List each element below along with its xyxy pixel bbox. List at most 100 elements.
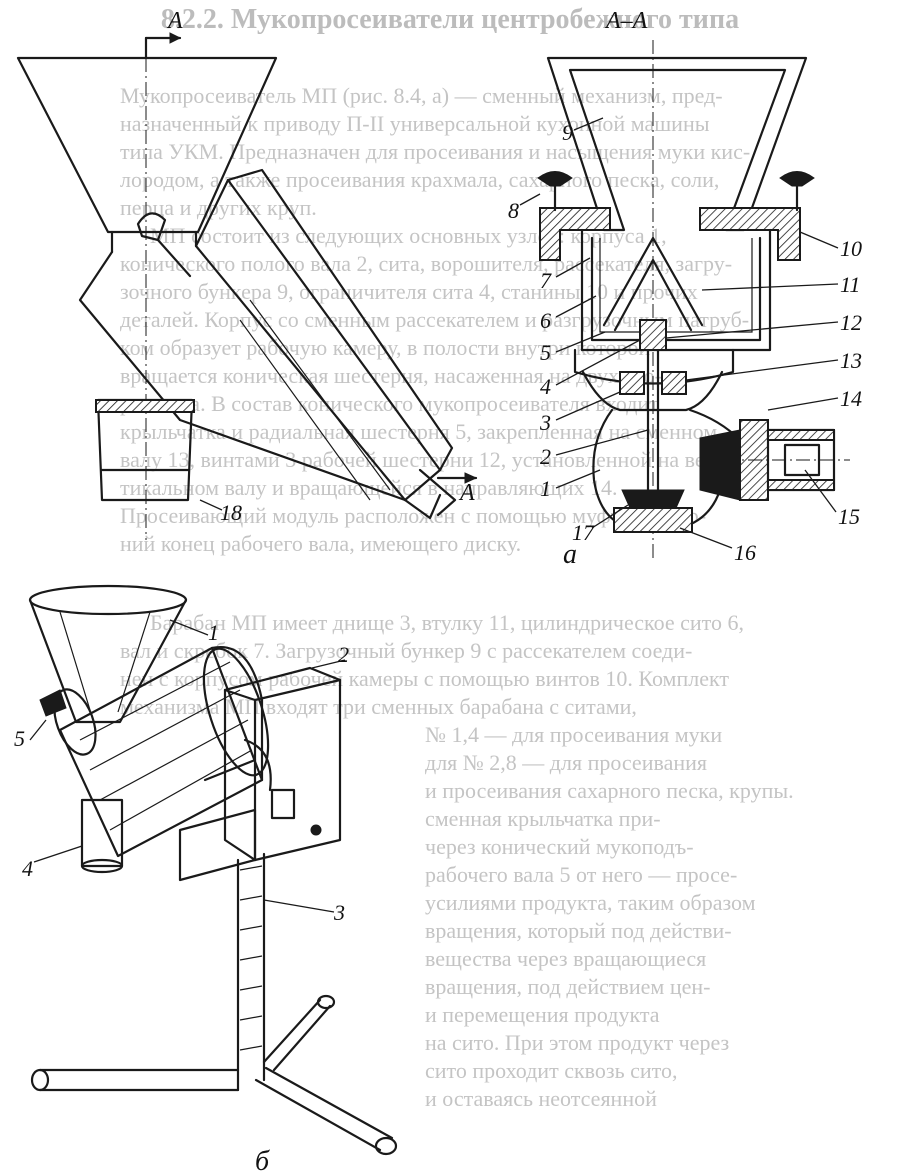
- callout-10-leader: [799, 231, 839, 249]
- base-leg-left: [38, 1068, 240, 1092]
- bleed-line: вещества через вращающиеся: [425, 946, 706, 971]
- body-knob: [136, 212, 167, 242]
- callout-4-leader: [555, 339, 641, 386]
- callout-11: 11: [840, 272, 860, 297]
- callout-12: 12: [840, 310, 862, 335]
- outlet-spout: [80, 798, 124, 868]
- callout-16-leader: [679, 527, 733, 549]
- callout-5-leader: [555, 331, 606, 353]
- callout-17: 17: [572, 520, 595, 545]
- base-leg-front-end: [374, 1136, 398, 1156]
- callout-6: 6: [540, 308, 551, 333]
- vertical-column: [236, 852, 266, 1092]
- callout-2-leader: [555, 429, 649, 456]
- callout-5: 5: [540, 340, 551, 365]
- callout-b3: 3: [333, 900, 345, 925]
- coupling-top: [767, 429, 835, 441]
- flange-right: [699, 207, 801, 261]
- callout-b2: 2: [338, 642, 349, 667]
- drum-end-cap: [202, 647, 270, 777]
- bleed-line: ний конец рабочего вала, имеющего диску.: [120, 531, 521, 556]
- base-leg-back-end: [316, 994, 336, 1010]
- outlet-spout-lip: [418, 468, 457, 517]
- bleed-line: нен с корпусом рабочей камеры с помощью …: [120, 666, 729, 691]
- sublabel-a: а: [563, 539, 577, 570]
- drum-sieve: [590, 236, 762, 342]
- side-view-drawing: А А 18: [16, 8, 478, 540]
- callout-17-leader: [591, 504, 629, 529]
- bleed-line: для № 2,8 — для просеивания: [425, 750, 707, 775]
- clamp-ring: [53, 688, 97, 756]
- bleed-line: ком образует рабочую камеру, в полости в…: [120, 335, 651, 360]
- hopper-funnel: [16, 56, 278, 234]
- bleed-line: рабочего вала 5 от него — просе-: [425, 862, 737, 887]
- coupling-bottom: [767, 479, 835, 491]
- callout-14-leader: [767, 397, 839, 411]
- base-leg-left-end: [30, 1068, 50, 1092]
- callout-8: 8: [508, 198, 519, 223]
- bleed-line: № 1,4 — для просеивания муки: [425, 722, 722, 747]
- callout-12-leader: [665, 321, 839, 339]
- callout-2: 2: [540, 444, 551, 469]
- callout-7-leader: [555, 257, 591, 278]
- callout-18: 18: [220, 500, 242, 525]
- callout-b5-leader: [29, 719, 47, 741]
- drive-box-side: [223, 688, 257, 862]
- perspective-view-b: 1 2 5 4 3 б: [14, 584, 398, 1175]
- drum-outer: [580, 228, 772, 352]
- section-arrow-lower-head: [464, 472, 478, 484]
- callout-11-leader: [701, 283, 839, 291]
- callout-1: 1: [540, 476, 551, 501]
- section-marker-lower: А: [458, 480, 475, 506]
- knob-left-8: [537, 171, 573, 187]
- bleed-line: Мукопросеиватель МП (рис. 8.4, а) — смен…: [120, 83, 723, 108]
- bleed-line: механизма МП входят три сменных барабана…: [120, 694, 637, 719]
- bleed-line: вращения, под действием цен-: [425, 974, 710, 999]
- callout-b5: 5: [14, 726, 25, 751]
- callout-3-leader: [555, 391, 621, 421]
- callout-4: 4: [540, 374, 551, 399]
- sublabel-b: б: [255, 1146, 270, 1175]
- callout-15-leader: [804, 469, 837, 513]
- cone-spreader: [602, 236, 704, 327]
- callout-7: 7: [540, 268, 552, 293]
- callout-b3-leader: [263, 899, 335, 913]
- bleed-line: конического полого вала 2, сита, ворошит…: [120, 251, 732, 276]
- coupling-handle: [243, 738, 272, 792]
- callout-14: 14: [840, 386, 862, 411]
- callout-13-leader: [685, 359, 839, 381]
- callout-16: 16: [734, 540, 756, 565]
- bleed-line: вращения, который под действи-: [425, 918, 732, 943]
- funnel-rim: [28, 584, 188, 616]
- bleed-line: назначенный к приводу П-II универсальной…: [120, 111, 710, 136]
- knob-right: [779, 171, 815, 187]
- drive-screw: [310, 824, 322, 836]
- bleed-line: вращается коническая шестерня, насаженна…: [120, 363, 662, 388]
- bleed-through-text: 8.2.2. Мукопросеиватели центробежного ти…: [120, 4, 794, 1111]
- drum-shading: [79, 661, 253, 831]
- bleed-line: и перемещения продукта: [425, 1002, 660, 1027]
- bleed-line: зочного бункера 9, ограничителя сита 4, …: [120, 279, 698, 304]
- base-leg-front: [254, 1066, 394, 1152]
- bleed-line: на сито. При этом продукт через: [425, 1030, 729, 1055]
- drum-inner: [599, 238, 753, 333]
- callout-15: 15: [838, 504, 860, 529]
- bleed-line: рон вала. В состав конического мукопросе…: [120, 391, 659, 416]
- callout-b2-leader: [311, 659, 346, 669]
- bleed-line: и просеивания сахарного песка, крупы.: [425, 778, 794, 803]
- outlet-ring: [95, 399, 195, 413]
- callout-b1: 1: [208, 620, 219, 645]
- bleed-line: Барабан МП имеет днище 3, втулку 11, цил…: [150, 610, 744, 635]
- hub: [639, 319, 667, 351]
- bleed-line: через конический мукоподъ-: [425, 834, 694, 859]
- inner-drum-lines: [239, 299, 391, 501]
- callout-b1-leader: [169, 619, 209, 636]
- callout-b4: 4: [22, 856, 33, 881]
- callout-8-leader: [519, 193, 541, 206]
- callout-9: 9: [562, 120, 573, 145]
- callout-10: 10: [840, 236, 862, 261]
- base-leg-back: [262, 998, 332, 1072]
- callout-1-leader: [555, 469, 601, 489]
- bleed-line: типа УКМ. Предназначен для просеивания и…: [120, 139, 750, 164]
